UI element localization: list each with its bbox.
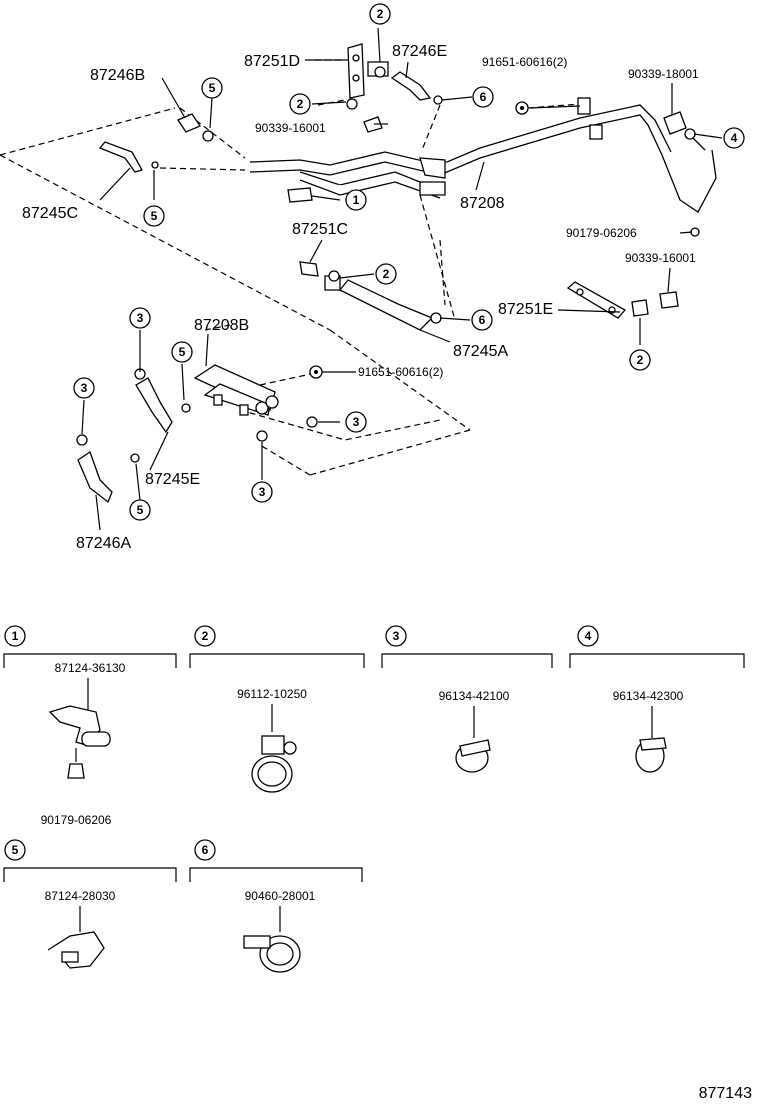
legend-6: 6 90460-28001 <box>189 839 363 973</box>
svg-text:6: 6 <box>479 313 486 327</box>
hose-90339-16001-top <box>363 116 383 133</box>
hose-87245E <box>135 377 173 434</box>
label-87208B[interactable]: 87208B <box>194 317 249 334</box>
svg-text:3: 3 <box>393 629 400 643</box>
svg-text:5: 5 <box>209 81 216 95</box>
label-87245A[interactable]: 87245A <box>453 343 508 360</box>
callout-3-a[interactable]: 3 <box>129 307 151 329</box>
svg-text:1: 1 <box>12 629 19 643</box>
callout-5-b[interactable]: 5 <box>143 205 165 227</box>
svg-text:6: 6 <box>202 843 209 857</box>
diagram-id: 877143 <box>699 1085 752 1102</box>
hose-87246A <box>77 450 113 504</box>
clamp-bracket-2 <box>589 124 603 140</box>
label-90179-06206-top[interactable]: 90179-06206 <box>566 226 637 240</box>
hose-87246E <box>390 71 432 101</box>
legend-1: 1 87124-36130 90179-06206 <box>3 625 177 827</box>
callout-2-c[interactable]: 2 <box>375 263 397 285</box>
label-87246E[interactable]: 87246E <box>392 43 447 60</box>
pipe-87208 <box>249 97 717 213</box>
svg-text:5: 5 <box>179 345 186 359</box>
label-87251C[interactable]: 87251C <box>292 221 348 238</box>
label-87208[interactable]: 87208 <box>460 195 505 212</box>
nut-90179-06206 <box>67 763 85 779</box>
callout-3-d[interactable]: 3 <box>251 481 273 503</box>
svg-text:3: 3 <box>353 415 360 429</box>
svg-text:2: 2 <box>297 97 304 111</box>
legend-2: 2 96112-10250 <box>189 625 365 793</box>
svg-text:5: 5 <box>137 503 144 517</box>
label-90339-18001[interactable]: 90339-18001 <box>628 67 699 81</box>
svg-text:2: 2 <box>383 267 390 281</box>
label-87251D[interactable]: 87251D <box>244 53 300 70</box>
callout-2-d[interactable]: 2 <box>629 349 651 371</box>
leader-lines <box>81 27 723 531</box>
washer-marker-a <box>515 101 529 115</box>
legend-1-part-a[interactable]: 87124-36130 <box>55 661 126 675</box>
legend-5: 5 87124-28030 <box>3 839 177 969</box>
legend-4-part[interactable]: 96134-42300 <box>613 689 684 703</box>
svg-text:4: 4 <box>585 629 592 643</box>
hose-87246B <box>177 113 201 133</box>
label-87251E[interactable]: 87251E <box>498 301 553 318</box>
hose-90339-18001 <box>663 111 687 135</box>
callout-1[interactable]: 1 <box>345 189 367 211</box>
legend-6-part[interactable]: 90460-28001 <box>245 889 316 903</box>
svg-text:4: 4 <box>731 131 738 145</box>
legend-1-part-b[interactable]: 90179-06206 <box>41 813 112 827</box>
label-87246A[interactable]: 87246A <box>76 535 131 552</box>
callout-4[interactable]: 4 <box>723 127 745 149</box>
svg-text:1: 1 <box>353 193 360 207</box>
label-87246B[interactable]: 87246B <box>90 67 145 84</box>
legend-3-part[interactable]: 96134-42100 <box>439 689 510 703</box>
label-87245C[interactable]: 87245C <box>22 205 78 222</box>
label-91651-60616-mid[interactable]: 91651-60616(2) <box>358 365 443 379</box>
callout-3-b[interactable]: 3 <box>73 377 95 399</box>
label-90339-16001-right[interactable]: 90339-16001 <box>625 251 696 265</box>
callout-5-c[interactable]: 5 <box>171 341 193 363</box>
hose-87245C <box>98 141 143 173</box>
svg-text:2: 2 <box>377 7 384 21</box>
svg-text:5: 5 <box>12 843 19 857</box>
callout-5-d[interactable]: 5 <box>129 499 151 521</box>
washer-marker-b <box>309 365 323 379</box>
label-90339-16001-top[interactable]: 90339-16001 <box>255 121 326 135</box>
legend-2-part[interactable]: 96112-10250 <box>237 687 307 701</box>
callout-2-top[interactable]: 2 <box>369 3 391 25</box>
callout-3-c[interactable]: 3 <box>345 411 367 433</box>
svg-text:2: 2 <box>637 353 644 367</box>
legend-5-part[interactable]: 87124-28030 <box>45 889 116 903</box>
part-labels: 87246B 87251D 87246E 91651-60616(2) 9033… <box>22 43 699 552</box>
svg-text:6: 6 <box>480 90 487 104</box>
hose-87245A <box>338 279 434 331</box>
svg-text:5: 5 <box>151 209 158 223</box>
bracket-87251E <box>566 281 679 319</box>
label-87245E[interactable]: 87245E <box>145 471 200 488</box>
pipe-87208B <box>193 364 279 416</box>
legend-4: 4 96134-42300 <box>569 625 745 773</box>
svg-text:2: 2 <box>202 629 209 643</box>
legend-3: 3 96134-42100 <box>381 625 553 773</box>
callout-2-b[interactable]: 2 <box>289 93 311 115</box>
clamp-87124-28030 <box>47 931 105 969</box>
svg-text:3: 3 <box>81 381 88 395</box>
callouts: 2 5 2 6 4 5 1 2 6 2 3 5 3 3 3 5 <box>73 3 745 521</box>
callout-6-b[interactable]: 6 <box>471 309 493 331</box>
callout-6-a[interactable]: 6 <box>472 86 494 108</box>
svg-text:3: 3 <box>259 485 266 499</box>
label-91651-60616-top[interactable]: 91651-60616(2) <box>482 55 567 69</box>
svg-text:3: 3 <box>137 311 144 325</box>
callout-5-a[interactable]: 5 <box>201 77 223 99</box>
